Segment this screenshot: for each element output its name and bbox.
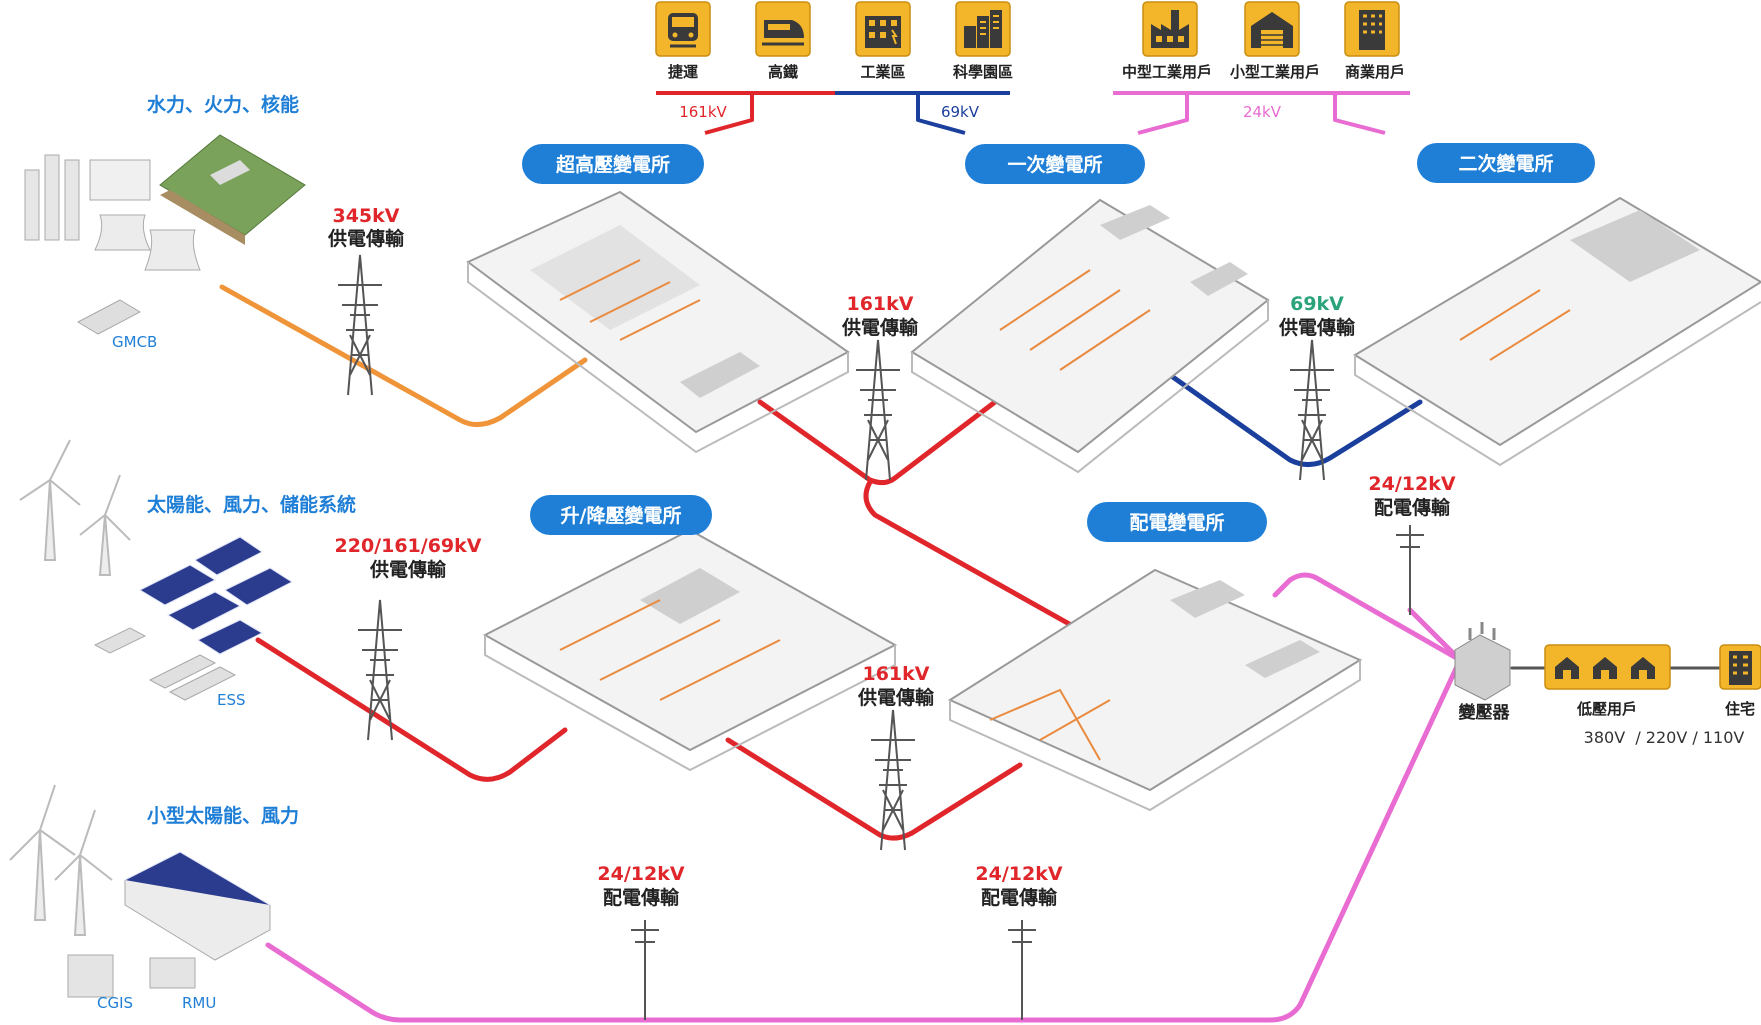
- small-solar-wind-title: 小型太陽能、風力: [147, 804, 299, 827]
- train-icon: [655, 1, 711, 57]
- step-up-down-pill-label: 升/降壓變電所: [561, 504, 682, 527]
- gmcb-equipment: [76, 299, 142, 335]
- primary-pill: [965, 144, 1145, 184]
- ultra-high-pill: [522, 144, 704, 184]
- wind-turbines-low: [9, 784, 113, 936]
- distribute-label-right: 配電傳輸: [1374, 496, 1451, 519]
- primary-pill-label: 一次變電所: [1007, 153, 1102, 176]
- tap-69-drop: [916, 93, 966, 135]
- ess-units: [93, 627, 237, 701]
- hydro-dam-terrain: [159, 134, 306, 245]
- industrial-zone-icon: [855, 1, 911, 57]
- distribution-pill-label: 配電變電所: [1129, 511, 1224, 534]
- distribution-pill: [1087, 502, 1267, 542]
- thermal-power-plant: [24, 154, 201, 271]
- factory-icon: [1142, 1, 1198, 57]
- industrial-zone-label: 工業區: [860, 63, 905, 81]
- hydro-thermal-nuclear-title: 水力、火力、核能: [147, 93, 299, 116]
- supply-label-345: 供電傳輸: [327, 227, 405, 250]
- office-building-icon: [1344, 1, 1400, 57]
- gmcb-label: GMCB: [112, 333, 157, 351]
- voltage-69kv: 69kV: [1290, 293, 1344, 315]
- red-161kv-to-distribution: [863, 479, 1083, 633]
- tap-24-drop-left: [1137, 93, 1189, 135]
- distribute-label-middle: 配電傳輸: [981, 886, 1058, 909]
- tower-161kv-lower: [871, 709, 915, 851]
- low-voltage-label: 低壓用戶: [1576, 700, 1637, 718]
- rmu-label: RMU: [182, 994, 216, 1012]
- tap-24-label: 24kV: [1243, 103, 1282, 121]
- secondary-substation: [1353, 196, 1761, 467]
- tap-24-drop-right: [1333, 93, 1386, 135]
- red-220kv-line: [255, 637, 568, 782]
- ess-label: ESS: [217, 691, 246, 709]
- substation-pills: 超高壓變電所 一次變電所 二次變電所 升/降壓變電所 配電變電所: [522, 143, 1595, 542]
- medium-industrial-label: 中型工業用戶: [1122, 63, 1212, 81]
- voltage-2412kv-middle: 24/12kV: [975, 863, 1062, 885]
- low-voltage-values: 380V / 220V / 110V: [1584, 728, 1745, 747]
- solar-panels-mid: [138, 536, 294, 655]
- transformer-label: 變壓器: [1459, 702, 1511, 723]
- cgis-label: CGIS: [97, 994, 133, 1012]
- voltage-161kv-upper: 161kV: [846, 293, 913, 315]
- secondary-pill: [1417, 143, 1595, 183]
- voltage-161kv-lower: 161kV: [862, 663, 929, 685]
- pole-24kv-left: [631, 920, 659, 1020]
- supply-label-161-lower: 供電傳輸: [857, 686, 935, 709]
- voltage-345kv: 345kV: [332, 205, 399, 227]
- cgis-rmu-equipment: [67, 954, 196, 998]
- tap-69-label: 69kV: [941, 103, 980, 121]
- hsr-label: 高鐵: [768, 63, 798, 81]
- warehouse-icon: [1244, 1, 1300, 57]
- substation-plates: [466, 190, 1761, 812]
- science-park-label: 科學園區: [953, 63, 1013, 81]
- tower-161kv-upper: [856, 339, 900, 481]
- mrt-label: 捷運: [668, 63, 699, 81]
- red-161kv-line-lower: [725, 737, 1023, 841]
- wind-turbines-mid: [19, 439, 131, 576]
- top-consumer-icons: [655, 1, 1400, 57]
- commercial-label: 商業用戶: [1345, 63, 1405, 81]
- pole-24kv-right: [1396, 525, 1424, 615]
- distribute-label-left: 配電傳輸: [603, 886, 680, 909]
- distribution-substation: [947, 568, 1363, 812]
- step-up-down-substation: [482, 528, 898, 772]
- solar-wind-ess-title: 太陽能、風力、儲能系統: [147, 493, 356, 516]
- rooftop-solar-house: [123, 851, 272, 961]
- ultra-high-pill-label: 超高壓變電所: [555, 153, 670, 176]
- transmission-towers: [338, 254, 1424, 1020]
- pink-pole-to-transformer: [1407, 607, 1463, 663]
- ultra-high-substation: [466, 190, 850, 454]
- high-speed-rail-icon: [755, 1, 811, 57]
- voltage-2412kv-left: 24/12kV: [597, 863, 684, 885]
- transformer-icon: [1454, 622, 1511, 701]
- tap-161-drop: [704, 93, 754, 135]
- blue-69kv-line: [1167, 372, 1423, 467]
- residential-label: 住宅: [1725, 700, 1755, 718]
- tower-69kv: [1290, 339, 1334, 481]
- houses-icon: [1544, 644, 1671, 690]
- pink-24kv-distribution-line: [265, 572, 1463, 1023]
- voltage-220kv: 220/161/69kV: [335, 535, 482, 557]
- transmission-lines: [219, 284, 1722, 1023]
- supply-label-220: 供電傳輸: [369, 558, 447, 581]
- step-up-down-pill: [530, 495, 712, 535]
- orange-345kv-line: [219, 284, 588, 427]
- supply-label-69: 供電傳輸: [1278, 316, 1356, 339]
- voltage-2412kv-right: 24/12kV: [1368, 473, 1455, 495]
- top-tap-lines: [656, 91, 1410, 135]
- tower-220kv: [358, 599, 402, 741]
- secondary-pill-label: 二次變電所: [1458, 152, 1553, 175]
- supply-label-161-upper: 供電傳輸: [841, 316, 919, 339]
- tap-161-label: 161kV: [679, 103, 727, 121]
- small-industrial-label: 小型工業用戶: [1230, 63, 1320, 81]
- primary-substation: [910, 198, 1270, 474]
- apartment-icon: [1719, 644, 1761, 690]
- science-park-icon: [955, 1, 1011, 57]
- tower-345kv: [338, 254, 382, 396]
- pole-24kv-middle: [1008, 920, 1036, 1020]
